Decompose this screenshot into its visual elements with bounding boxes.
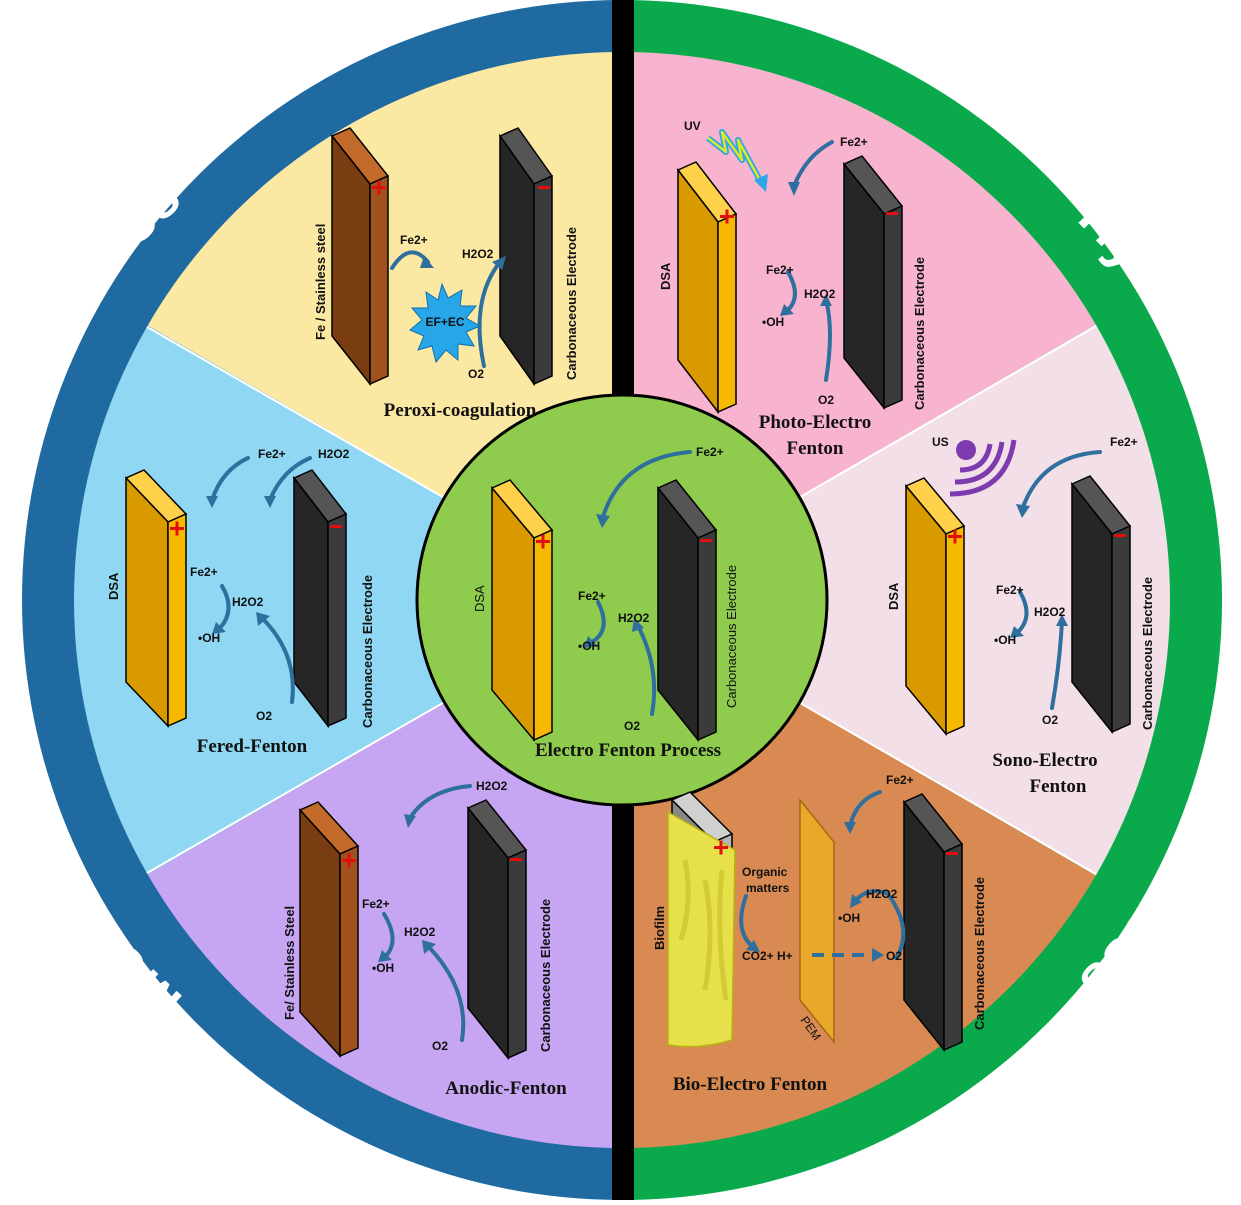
fered-title: Fered-Fenton — [197, 736, 308, 757]
photo-title-line2: Fenton — [787, 438, 844, 459]
center-fe-label: Fe2+ — [578, 589, 606, 603]
photo-anode — [676, 161, 738, 415]
photo-fe-top-label: Fe2+ — [840, 135, 868, 149]
sono-anode — [904, 477, 966, 737]
peroxi-anode — [330, 127, 390, 387]
peroxi-title: Peroxi-coagulation — [384, 400, 537, 421]
center-cathode-label: Carbonaceous Electrode — [724, 565, 739, 708]
fered-h2o2-label: H2O2 — [232, 595, 264, 609]
bio-oh-label: •OH — [838, 911, 860, 925]
photo-oh-label: •OH — [762, 315, 784, 329]
sono-us-label: US — [932, 435, 949, 449]
reaction-arrows — [206, 140, 1102, 1042]
peroxi-h2o2-label: H2O2 — [462, 247, 494, 261]
center-anode — [490, 479, 554, 743]
center-h2o2-label: H2O2 — [618, 611, 650, 625]
fered-cathode-label: Carbonaceous Electrode — [360, 575, 375, 728]
center-o2-label: O2 — [624, 719, 640, 733]
polarity-markers — [170, 180, 1126, 868]
sono-anode-label: DSA — [886, 582, 901, 610]
sector-peroxi-coagulation — [74, 52, 622, 600]
peroxi-anode-label: Fe / Stainless steel — [313, 224, 328, 340]
photo-fe-label: Fe2+ — [766, 263, 794, 277]
center-title: Electro Fenton Process — [535, 740, 721, 761]
anodic-title: Anodic-Fenton — [445, 1078, 567, 1099]
bio-h2o2-label: H2O2 — [866, 887, 898, 901]
anodic-oh-label: •OH — [372, 961, 394, 975]
fered-cathode — [292, 469, 348, 729]
bio-co2-label: CO2+ H+ — [742, 949, 793, 963]
sono-title-line1: Sono-Electro — [992, 750, 1097, 771]
sono-fe-top-label: Fe2+ — [1110, 435, 1138, 449]
fered-fe-label: Fe2+ — [190, 565, 218, 579]
fered-fe-top-label: Fe2+ — [258, 447, 286, 461]
sono-fe-label: Fe2+ — [996, 583, 1024, 597]
photo-h2o2-label: H2O2 — [804, 287, 836, 301]
photo-uv-label: UV — [684, 119, 701, 133]
bio-title: Bio-Electro Fenton — [673, 1074, 828, 1095]
bio-o2-label: O2 — [886, 949, 902, 963]
ef-ec-burst-icon — [409, 282, 482, 364]
sono-title-line2: Fenton — [1030, 776, 1087, 797]
anodic-h2o2-label: H2O2 — [404, 925, 436, 939]
peroxi-fe-label: Fe2+ — [400, 233, 428, 247]
anodic-cathode-label: Carbonaceous Electrode — [538, 899, 553, 1052]
sector-photo-electro-fenton — [622, 52, 1170, 600]
bio-cathode — [902, 793, 964, 1053]
center-fe-top-label: Fe2+ — [696, 445, 724, 459]
center-cathode — [656, 479, 718, 743]
sono-oh-label: •OH — [994, 633, 1016, 647]
fered-anode-label: DSA — [106, 572, 121, 600]
bio-organic-line1: Organic — [742, 865, 788, 879]
photo-cathode — [842, 155, 904, 411]
sono-cathode — [1070, 475, 1132, 735]
ultrasound-icon — [949, 439, 1017, 497]
uv-lightning-icon — [706, 129, 768, 192]
fered-h2o2-top-label: H2O2 — [318, 447, 350, 461]
peroxi-cathode-label: Carbonaceous Electrode — [564, 227, 579, 380]
sono-o2-label: O2 — [1042, 713, 1058, 727]
anodic-anode-label: Fe/ Stainless Steel — [282, 906, 297, 1020]
bio-biofilm-electrode — [667, 791, 736, 1048]
anodic-o2-label: O2 — [432, 1039, 448, 1053]
photo-cathode-label: Carbonaceous Electrode — [912, 257, 927, 410]
bio-fe-top-label: Fe2+ — [886, 773, 914, 787]
anodic-cathode — [466, 799, 528, 1061]
center-anode-label: DSA — [472, 585, 487, 612]
sono-cathode-label: Carbonaceous Electrode — [1140, 577, 1155, 730]
anodic-h2o2-top-label: H2O2 — [476, 779, 508, 793]
peroxi-o2-label: O2 — [468, 367, 484, 381]
bio-cathode-label: Carbonaceous Electrode — [972, 877, 987, 1030]
peroxi-cathode — [498, 127, 554, 387]
photo-anode-label: DSA — [658, 262, 673, 290]
fered-oh-label: •OH — [198, 631, 220, 645]
anodic-fe-label: Fe2+ — [362, 897, 390, 911]
photo-o2-label: O2 — [818, 393, 834, 407]
bio-pem — [799, 797, 835, 1045]
anodic-anode — [298, 801, 360, 1058]
fered-o2-label: O2 — [256, 709, 272, 723]
photo-title-line1: Photo-Electro — [759, 412, 872, 433]
center-oh-label: •OH — [578, 639, 600, 653]
peroxi-burst-label: EF+EC — [425, 315, 464, 329]
fered-anode — [124, 469, 188, 728]
sono-h2o2-label: H2O2 — [1034, 605, 1066, 619]
bio-biofilm-label: Biofilm — [652, 906, 667, 950]
bio-organic-line2: matters — [746, 881, 790, 895]
